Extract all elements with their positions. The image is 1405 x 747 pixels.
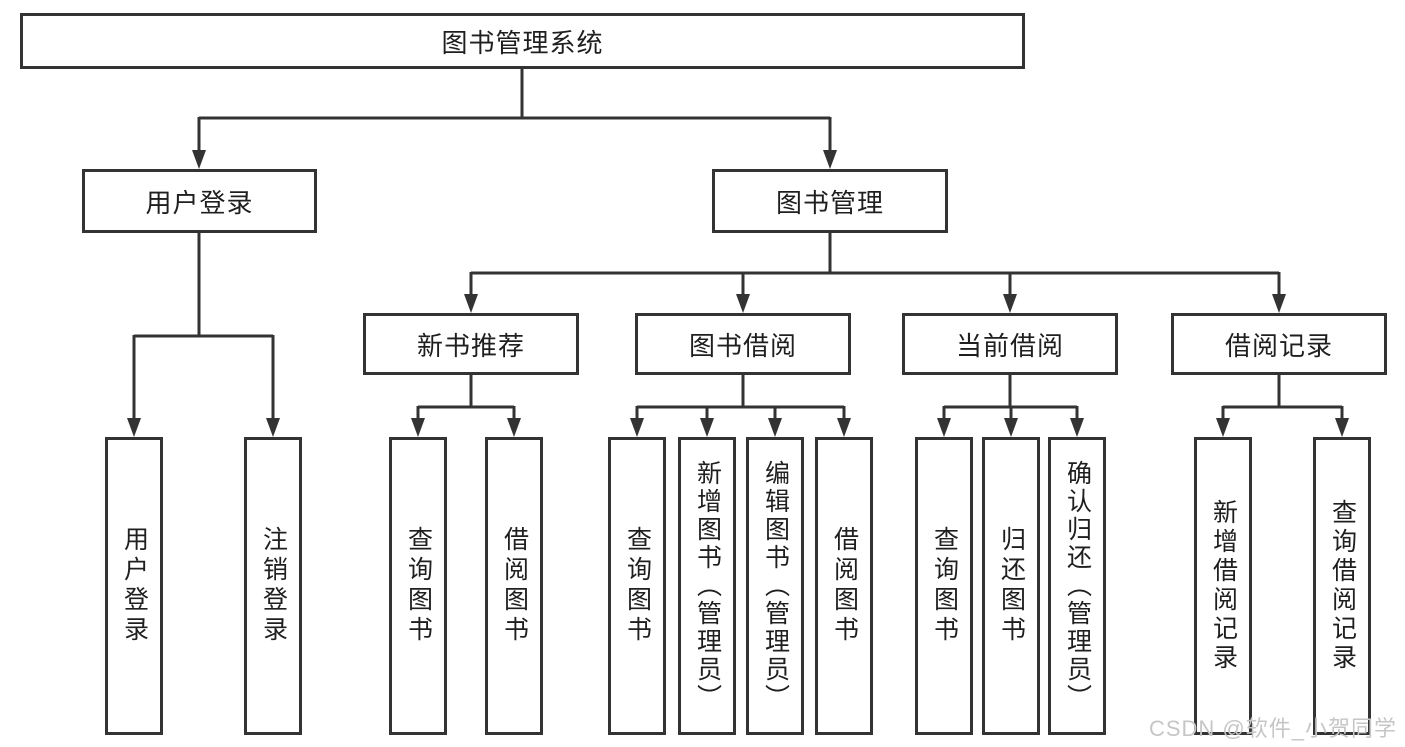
leaf-recommend-borrow-books: 借阅图书 — [485, 437, 543, 735]
leaf-return-books: 归还图书 — [982, 437, 1040, 735]
leaf-edit-books-admin: 编辑图书（管理员） — [746, 437, 804, 735]
node-borrow-records: 借阅记录 — [1171, 313, 1387, 375]
node-current-borrow: 当前借阅 — [902, 313, 1118, 375]
csdn-watermark: CSDN @软件_小贺同学 — [1148, 716, 1397, 741]
leaf-borrow-query-books: 查询图书 — [608, 437, 666, 735]
leaf-current-query-books: 查询图书 — [915, 437, 973, 735]
arrowhead-icons — [127, 150, 1349, 437]
leaf-confirm-return-admin: 确认归还（管理员） — [1048, 437, 1106, 735]
node-library-management-system: 图书管理系统 — [20, 13, 1025, 69]
node-new-book-recommend: 新书推荐 — [363, 313, 579, 375]
leaf-add-books-admin: 新增图书（管理员） — [678, 437, 736, 735]
node-book-borrow: 图书借阅 — [635, 313, 851, 375]
leaf-logout: 注销登录 — [244, 437, 302, 735]
leaf-add-borrow-record: 新增借阅记录 — [1194, 437, 1252, 735]
leaf-user-login: 用户登录 — [105, 437, 163, 735]
leaf-borrow-borrow-books: 借阅图书 — [815, 437, 873, 735]
node-user-login: 用户登录 — [82, 169, 317, 233]
node-book-management: 图书管理 — [712, 169, 948, 233]
leaf-recommend-query-books: 查询图书 — [389, 437, 447, 735]
leaf-query-borrow-record: 查询借阅记录 — [1313, 437, 1371, 735]
